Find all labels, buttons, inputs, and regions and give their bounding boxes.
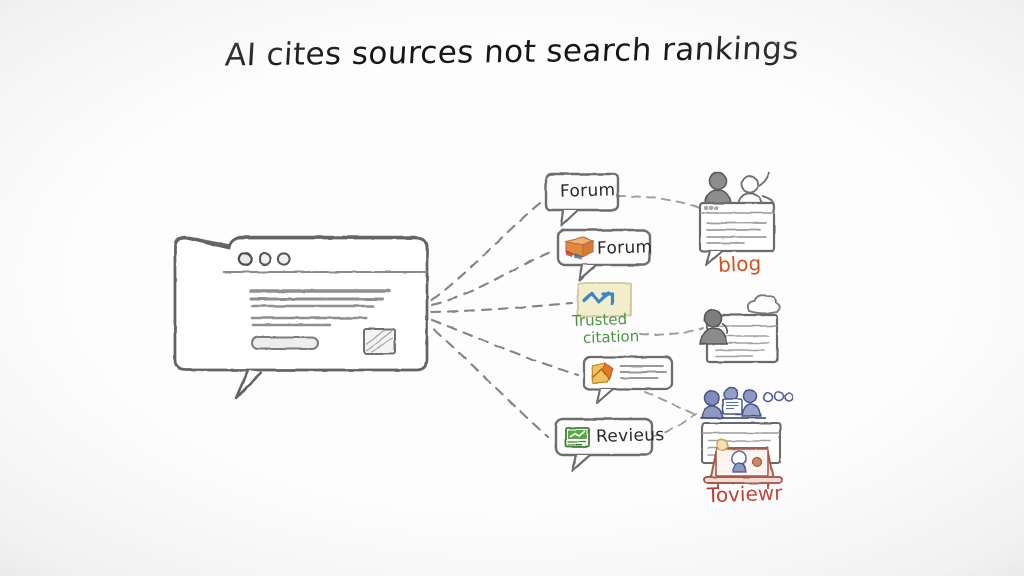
ai-bubble-button-pill [251, 336, 319, 350]
label-reviews: Revieus [595, 425, 665, 447]
destination-node-blog[interactable] [698, 171, 776, 266]
window-dot-1 [237, 251, 253, 267]
destination-node-toviewr[interactable] [700, 386, 794, 490]
connector-lines-primary [429, 201, 580, 439]
label-forum-icon: Forum [596, 237, 653, 259]
person-figure-filled [704, 171, 732, 204]
cloud-icon [746, 294, 781, 315]
speech-dots [762, 390, 794, 403]
label-forum-plain: Forum [559, 180, 616, 202]
ai-answer-bubble[interactable] [173, 235, 429, 400]
person-figure-outline [736, 171, 775, 206]
label-blog: blog [717, 251, 762, 277]
connector-forum-to-blog [616, 195, 701, 209]
connector-to-forum-plain [430, 201, 542, 302]
window-dot-3 [277, 252, 291, 266]
green-chart-icon [565, 427, 590, 448]
destination-node-cloud-doc[interactable] [699, 294, 781, 364]
source-node-article[interactable] [582, 355, 674, 405]
ai-bubble-tail [234, 369, 263, 400]
label-trusted-citation-line1: Trusted [571, 310, 628, 330]
meeting-figures [700, 386, 794, 419]
window-dot-2 [258, 252, 272, 266]
connector-citation-to-clouddoc [639, 327, 704, 336]
label-toviewr: Toviewr [706, 480, 783, 508]
connector-to-reviews [432, 328, 550, 439]
connector-to-trusted-citation [429, 301, 574, 314]
connector-to-forum-icon [430, 249, 555, 307]
blog-window-dots [703, 205, 719, 211]
label-trusted-citation-line2: citation [582, 327, 640, 347]
connector-article-to-toviewr [644, 391, 699, 417]
